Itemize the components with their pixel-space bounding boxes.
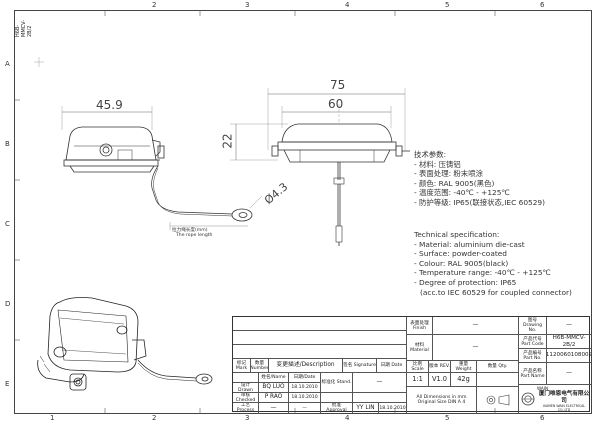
- company-block: WAIN 厦门唯恩电气有限公司 XIAMEN WAIN ELECTRICAL C…: [519, 385, 591, 413]
- drawing-frame: [14, 10, 592, 414]
- hdr-name: 姓名/Name: [259, 373, 289, 383]
- scale-value: 1:1: [407, 373, 429, 387]
- approval-date: 18.10.2010: [379, 403, 407, 413]
- process-label: 工艺 Process: [233, 403, 259, 413]
- spec-en-line: - Surface: powder-coated: [414, 249, 507, 259]
- drawing-no-label: 图号 Drawing No.: [519, 317, 547, 335]
- zone-left-a: A: [5, 60, 10, 68]
- spec-cn-title: 技术参数:: [414, 150, 447, 159]
- zone-left-b: B: [5, 140, 10, 148]
- dim-inner: 60: [328, 97, 344, 111]
- company-logo-icon: [521, 392, 535, 406]
- title-block: 标记 Mark 数量 Number 变更描述/Description 签名 Si…: [232, 316, 591, 413]
- spec-en-title: Technical specification:: [414, 230, 500, 239]
- drawing-no-value: —: [547, 317, 591, 335]
- standard-value: —: [353, 373, 407, 393]
- zone-bottom-6: 6: [540, 414, 545, 422]
- zone-bottom-4: 4: [345, 414, 350, 422]
- spec-cn-line: - 防护等级: IP65(联接状态,IEC 60529): [414, 197, 546, 207]
- zone-left-e: E: [5, 380, 10, 388]
- drawn-name: BQ LUO: [259, 383, 289, 393]
- part-name-label: 产品名称 Part Name: [519, 363, 547, 385]
- standard-label: 标准化 Stand.: [321, 373, 353, 393]
- spec-cn-line: - 材料: 压铸铝: [414, 159, 461, 169]
- zone-bottom-5: 5: [445, 414, 450, 422]
- zone-bottom-1: 1: [50, 414, 55, 422]
- drawn-date: 18.10.2010: [289, 383, 321, 393]
- quantity-label: 数量 Qty.: [477, 361, 519, 373]
- approval-label: 批准 Approval: [321, 403, 353, 413]
- zone-left-c: C: [5, 220, 10, 228]
- finish-label: 表面处理 Finish: [407, 317, 433, 335]
- dim-height: 22: [220, 133, 235, 149]
- zone-top-2: 2: [152, 1, 157, 9]
- hdr-mark: 标记 Mark: [233, 359, 251, 373]
- zone-left-d: D: [5, 300, 11, 308]
- rope-length-label-en: The rope length: [176, 233, 213, 238]
- dim-overall: 75: [330, 78, 346, 92]
- checked-name: P RAO: [259, 393, 289, 403]
- hdr-number: 数量 Number: [251, 359, 269, 373]
- side-view: [61, 106, 263, 230]
- hdr-date: 日期 Date: [377, 359, 407, 373]
- company-logo-text: WAIN: [537, 385, 549, 391]
- spec-en-line: - Colour: RAL 9005(black): [414, 258, 509, 268]
- isometric-view: [37, 297, 213, 391]
- weight-label: 重量 Weight: [451, 361, 477, 373]
- rope-length-label-cn: 拉力绳长度(mm): [172, 228, 208, 233]
- spec-en-line: - Material: aluminium die-cast: [414, 239, 525, 249]
- material-value: —: [433, 335, 519, 361]
- drawn-label: 设计 Drawn: [233, 383, 259, 393]
- dim-width-left: 45.9: [96, 98, 123, 112]
- finish-value: —: [433, 317, 519, 335]
- process-name: —: [259, 403, 289, 413]
- part-no-value: 1120060108002: [547, 349, 591, 363]
- company-name-cn: 厦门唯恩电气有限公司: [538, 390, 590, 404]
- spec-en-line: - Temperature range: -40℃ - +125℃: [414, 268, 551, 278]
- checked-date: 18.10.2010: [289, 393, 321, 403]
- spec-en-line: (acc.to IEC 60529 for coupled connector): [420, 287, 572, 297]
- spec-cn-line: - 颜色: RAL 9005(黑色): [414, 178, 495, 188]
- zone-top-6: 6: [540, 1, 545, 9]
- hdr-description: 变更描述/Description: [269, 359, 343, 373]
- part-code-value: H6B-MMCV-2B/2: [547, 335, 591, 349]
- spec-cn-line: - 表面处理: 粉末喷涂: [414, 169, 483, 179]
- approval-name: YY LIN: [353, 403, 379, 413]
- part-code-label: 产品代号 Part Code: [519, 335, 547, 349]
- part-name-value: —: [547, 363, 591, 385]
- dimensions-note: All Dimensions in mm Original Size DIN A…: [407, 387, 477, 413]
- material-label: 材料 Material: [407, 335, 433, 361]
- zone-top-3: 3: [245, 1, 250, 9]
- hdr-signature: 签名 Signature: [343, 359, 377, 373]
- part-no-label: 产品编号 Part No.: [519, 349, 547, 363]
- hdr-name-date: 日期/Date: [289, 373, 321, 383]
- revision-value: V1.0: [429, 373, 451, 387]
- process-date: —: [289, 403, 321, 413]
- scale-label: 比例 Scale: [407, 361, 429, 373]
- spec-en-line: - Degree of protection: IP65: [414, 277, 517, 287]
- spec-en: Technical specification: - Material: alu…: [414, 230, 572, 297]
- company-name-en: XIAMEN WAIN ELECTRICAL CO.,LTD: [542, 404, 586, 413]
- projection-icon: [486, 394, 509, 406]
- spec-cn-line: - 温度范围: -40℃ - +125℃: [414, 188, 510, 198]
- front-view: [230, 88, 410, 246]
- zone-bottom-2: 2: [152, 414, 157, 422]
- projection-symbol: [477, 387, 519, 413]
- revision-label: 版本 REV.: [429, 361, 451, 373]
- quantity-value: [477, 373, 519, 387]
- zone-top-5: 5: [445, 1, 450, 9]
- checked-label: 审核 Checked: [233, 393, 259, 403]
- weight-value: 42g: [451, 373, 477, 387]
- zone-top-4: 4: [345, 1, 350, 9]
- spec-cn: 技术参数: - 材料: 压铸铝 - 表面处理: 粉末喷涂 - 颜色: RAL 9…: [414, 150, 545, 208]
- zone-bottom-3: 3: [245, 414, 250, 422]
